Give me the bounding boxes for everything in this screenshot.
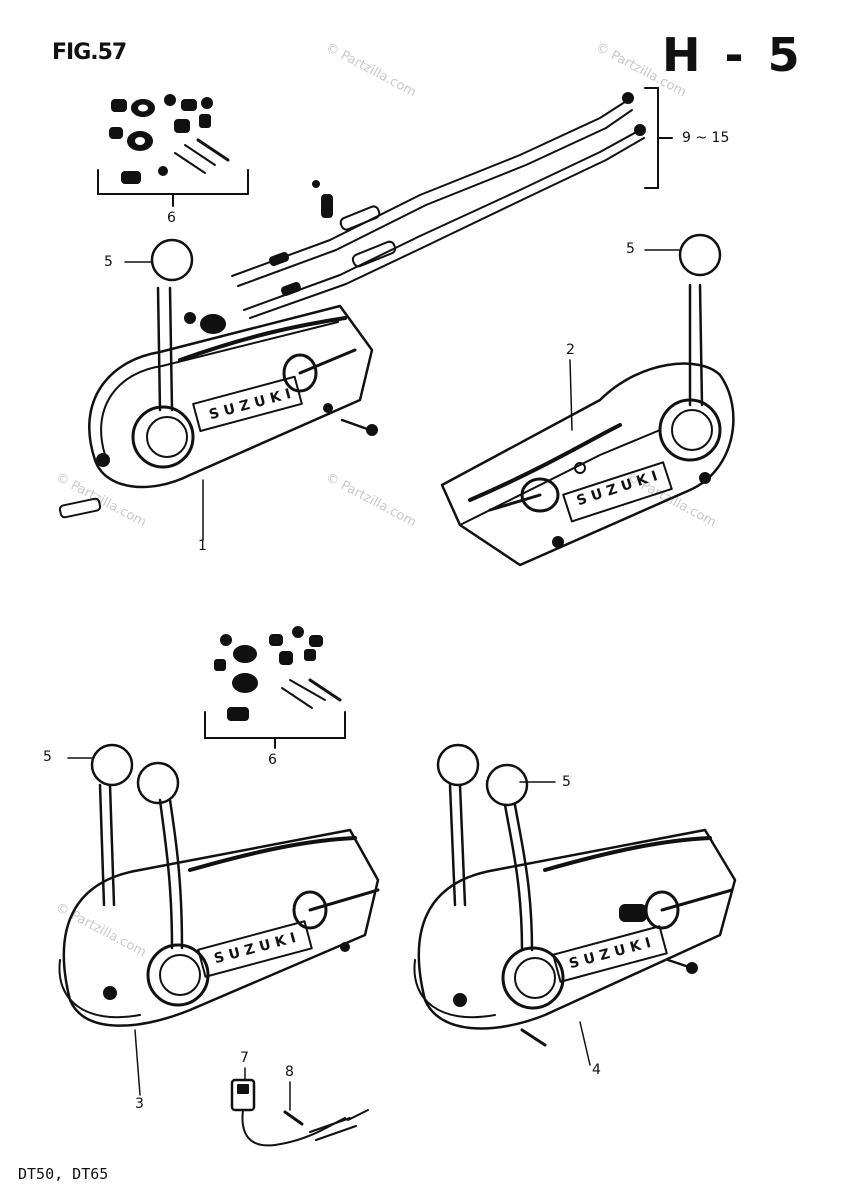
- remote-control-box-4: [413, 743, 737, 1047]
- remote-control-box-3: [58, 743, 380, 1027]
- leader-lines: [67, 249, 681, 1111]
- callout-1: 1: [198, 538, 207, 554]
- hardware-kit-top: [97, 94, 249, 207]
- callout-5: 5: [43, 749, 52, 765]
- callout-2: 2: [566, 342, 575, 358]
- remote-control-box-2: [440, 233, 735, 567]
- callout-7: 7: [240, 1050, 249, 1066]
- callout-8: 8: [285, 1064, 294, 1080]
- page-code: H - 5: [662, 28, 804, 82]
- figure-label: FIG.57: [52, 40, 127, 65]
- callout-5: 5: [562, 774, 571, 790]
- callout-5: 5: [104, 254, 113, 270]
- callout-6: 6: [268, 752, 277, 768]
- callout-9-15: 9 ~ 15: [682, 130, 730, 146]
- callout-5: 5: [626, 241, 635, 257]
- remote-control-box-1: [58, 238, 378, 519]
- neutral-switch-assembly: [230, 1078, 369, 1147]
- callout-3: 3: [135, 1096, 144, 1112]
- callout-6: 6: [167, 210, 176, 226]
- hardware-kit-middle: [204, 626, 346, 749]
- model-footer: DT50, DT65: [18, 1165, 109, 1183]
- callout-4: 4: [592, 1062, 601, 1078]
- control-cables: [231, 87, 673, 319]
